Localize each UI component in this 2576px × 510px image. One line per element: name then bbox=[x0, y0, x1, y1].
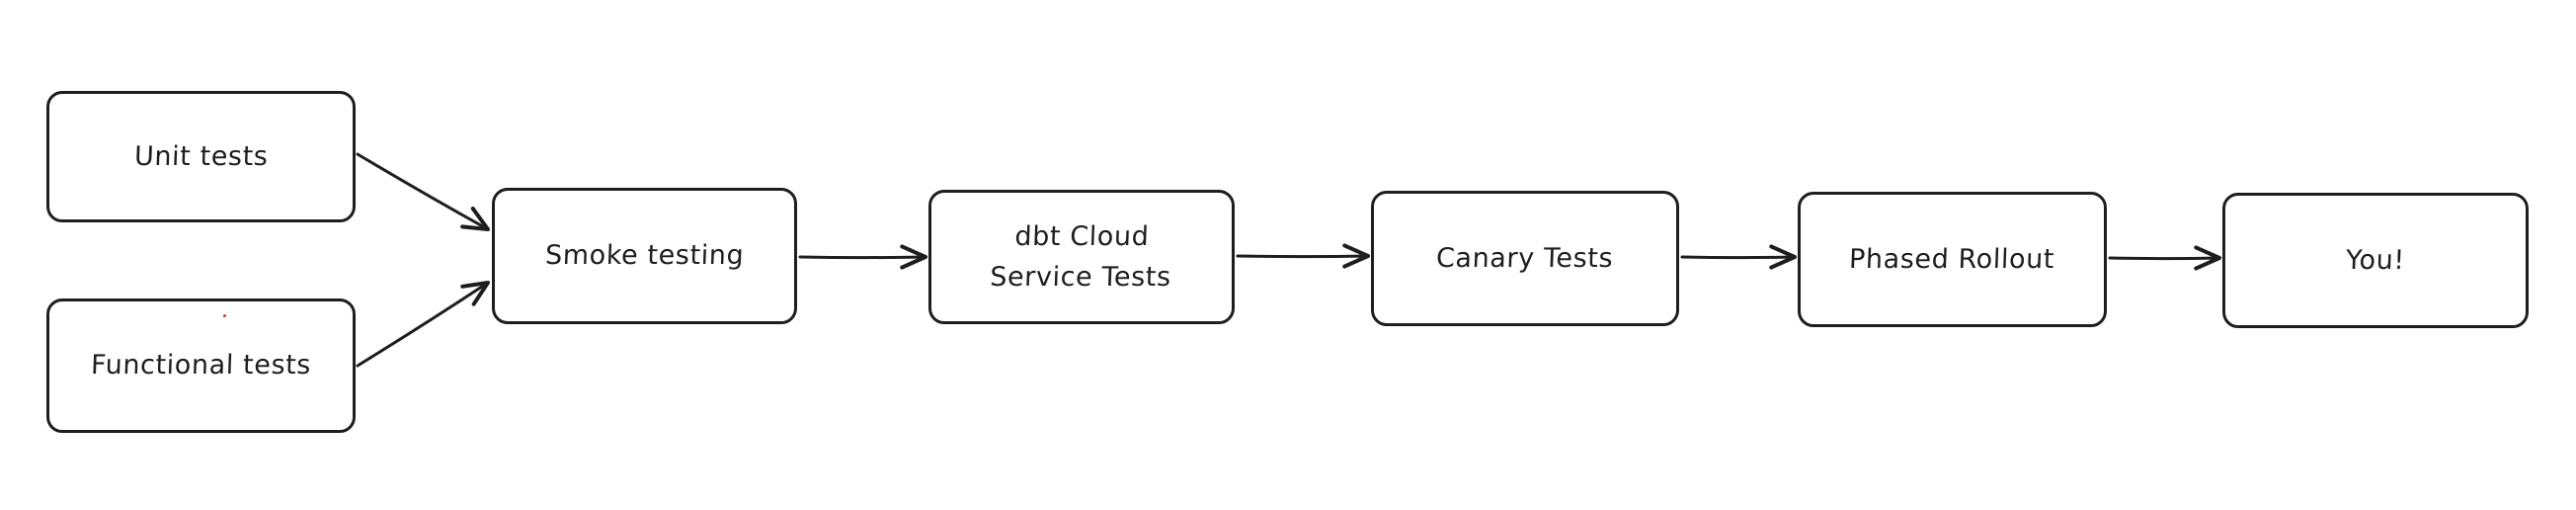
arrowhead-icon bbox=[2194, 245, 2221, 271]
edge-shaft bbox=[2108, 256, 2221, 261]
node-label-you: You! bbox=[2345, 244, 2406, 276]
edge-canary-tests-to-phased-rollout bbox=[1680, 244, 1797, 270]
edge-shaft bbox=[356, 152, 490, 231]
node-phased-rollout[interactable]: Phased Rollout bbox=[1798, 192, 2107, 327]
node-canary-tests[interactable]: Canary Tests bbox=[1371, 191, 1679, 326]
node-label-phased-rollout: Phased Rollout bbox=[1848, 243, 2056, 275]
node-unit-tests[interactable]: Unit tests bbox=[46, 91, 356, 222]
edge-shaft bbox=[356, 281, 490, 368]
arrowhead-icon bbox=[900, 244, 927, 270]
node-label-functional-tests: Functional tests bbox=[90, 350, 312, 381]
edge-shaft bbox=[798, 255, 927, 260]
node-dbt-cloud-service-tests[interactable]: dbt Cloud Service Tests bbox=[928, 190, 1235, 324]
node-functional-tests[interactable]: Functional tests bbox=[46, 298, 356, 433]
edge-phased-rollout-to-you bbox=[2108, 245, 2221, 271]
node-you[interactable]: You! bbox=[2222, 193, 2529, 328]
edge-shaft bbox=[1680, 255, 1797, 260]
arrowhead-icon bbox=[1769, 244, 1797, 270]
arrowhead-icon bbox=[1342, 243, 1370, 269]
arrowhead-icon bbox=[460, 281, 490, 306]
edge-dbt-cloud-to-canary-tests bbox=[1236, 243, 1370, 269]
node-label-smoke-testing: Smoke testing bbox=[544, 240, 745, 271]
arrowhead-icon bbox=[460, 206, 490, 231]
edge-functional-tests-to-smoke-testing bbox=[356, 281, 490, 368]
node-smoke-testing[interactable]: Smoke testing bbox=[492, 188, 797, 324]
render-artifact-dot bbox=[223, 314, 226, 317]
node-label-canary-tests: Canary Tests bbox=[1435, 242, 1615, 274]
edge-shaft bbox=[1236, 254, 1370, 259]
node-label-dbt-cloud-service-tests: dbt Cloud Service Tests bbox=[990, 221, 1172, 293]
node-label-unit-tests: Unit tests bbox=[133, 140, 269, 172]
edge-unit-tests-to-smoke-testing bbox=[356, 152, 490, 231]
edge-smoke-testing-to-dbt-cloud bbox=[798, 244, 927, 270]
